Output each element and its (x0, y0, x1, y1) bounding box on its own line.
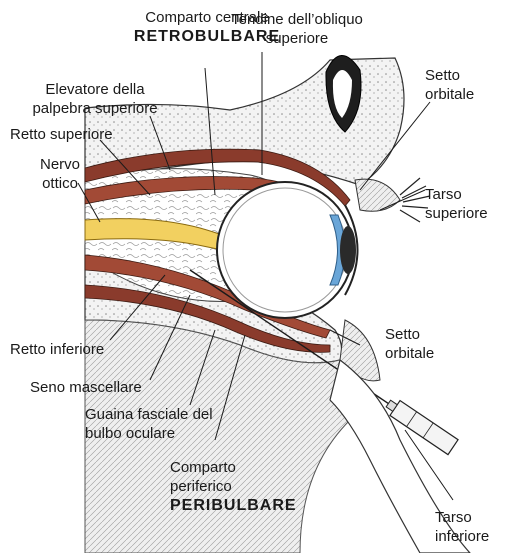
label-seno-mascellare: Seno mascellare (30, 378, 142, 397)
label-guaina: Guaina fasciale del bulbo oculare (85, 405, 213, 443)
label-retto-superiore: Retto superiore (10, 125, 113, 144)
eyeball (217, 182, 353, 318)
upper-eyelid (355, 179, 400, 211)
label-setto-orbitale-top: Setto orbitale (425, 66, 474, 104)
label-tendine: Tendine dell’obliquo superiore (212, 10, 382, 48)
label-tarso-superiore: Tarso superiore (425, 185, 488, 223)
label-comparto-periferico: Comparto periferico PERIBULBARE (170, 458, 297, 515)
lens (340, 226, 356, 274)
label-peribulbare: PERIBULBARE (170, 496, 297, 515)
label-nervo-ottico: Nervo ottico (20, 155, 100, 193)
label-elevatore: Elevatore della palpebra superiore (20, 80, 170, 118)
label-retto-inferiore: Retto inferiore (10, 340, 104, 359)
label-setto-orbitale-bottom: Setto orbitale (385, 325, 434, 363)
label-tarso-inferiore: Tarso inferiore (435, 508, 489, 546)
